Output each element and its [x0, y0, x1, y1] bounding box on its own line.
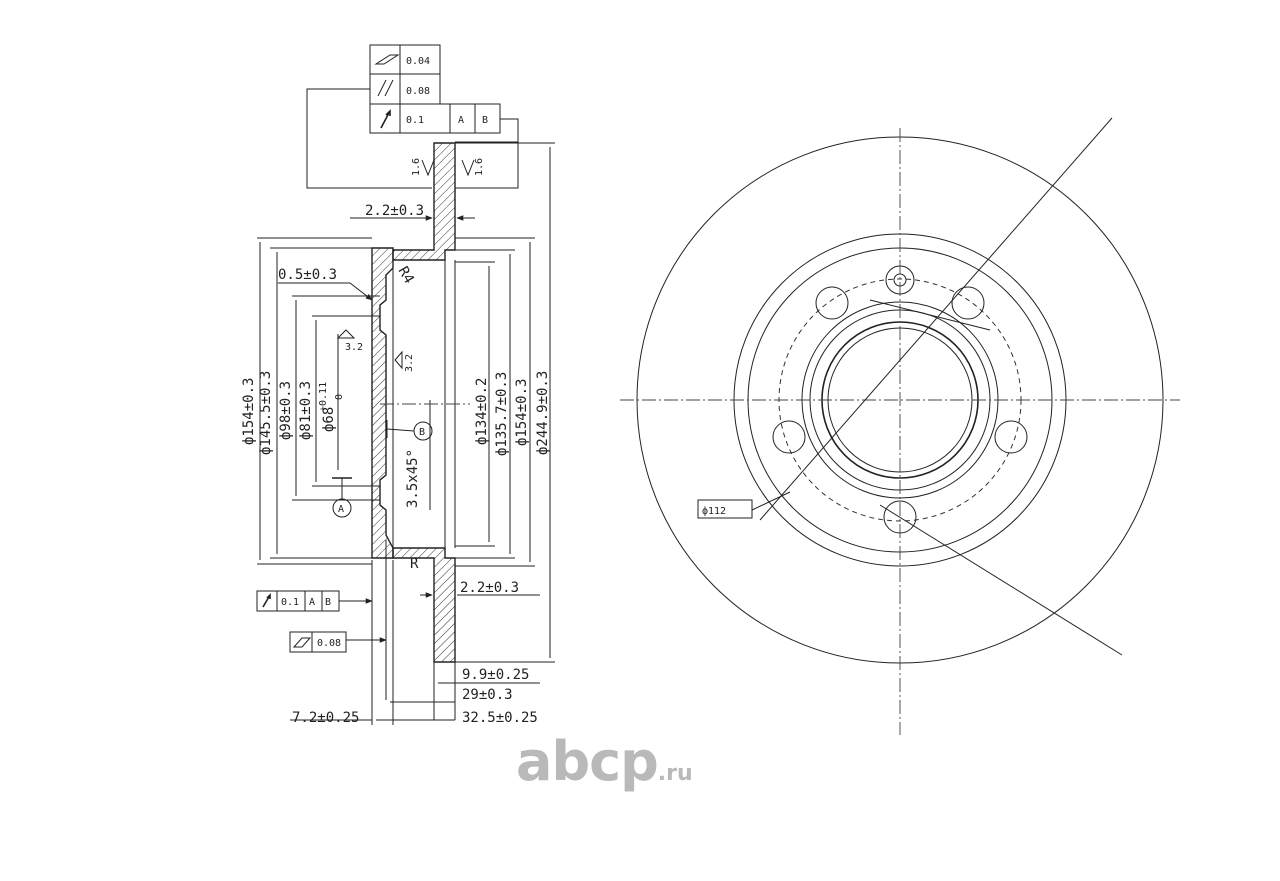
roughness-marks: 1.6 1.6 3.2 3.2 — [336, 158, 485, 372]
runout-symbol-icon — [380, 109, 391, 129]
dim-29: 29±0.3 — [462, 687, 513, 703]
disc-section-profile — [371, 142, 470, 663]
bottom-dimensions: 2.2±0.3 9.9±0.25 29±0.3 32.5±0.25 7.2±0.… — [290, 540, 540, 726]
diameter-81-dim: ф81±0.3 — [298, 381, 314, 440]
bolt-circle-dim: ф112 — [702, 505, 726, 517]
datum-b-lower-ref: B — [325, 597, 331, 608]
diameter-154-dim: ф154±0.3 — [241, 378, 257, 445]
runout-lower-symbol-icon — [262, 593, 271, 608]
datum-a-ref: A — [458, 115, 464, 126]
fillet-bottom-dim: R — [410, 556, 419, 572]
step-dim: 0.5±0.3 — [278, 267, 337, 283]
abcp-logo: abcp .ru — [516, 732, 693, 792]
roughness-hub: 3.2 — [345, 342, 363, 353]
hub-bore-lower-tol: 0 — [334, 394, 345, 400]
logo-brand: abcp — [516, 730, 659, 793]
parallelism-value: 0.08 — [406, 86, 430, 97]
hub-bore-upper-tol: +0.11 — [318, 382, 329, 412]
roughness-flange-right: 1.6 — [474, 158, 485, 176]
datum-a-lower-ref: A — [309, 597, 315, 608]
dim-32-5: 32.5±0.25 — [462, 710, 538, 726]
wall-thickness-bottom-dim: 2.2±0.3 — [460, 580, 519, 596]
tolerance-frame-top: 0.04 0.08 0.1 A B — [306, 44, 519, 189]
datum-b-marker: B — [419, 427, 425, 438]
roughness-bore: 3.2 — [404, 354, 415, 372]
fillet-top-dim: R4 — [395, 264, 417, 287]
hub-bore-dim: ф68 — [321, 407, 337, 432]
diameter-135-7-dim: ф135.7±0.3 — [494, 372, 510, 456]
flatness-lower-symbol-icon — [292, 637, 312, 648]
flatness-symbol-icon — [374, 54, 400, 65]
roughness-flange-left: 1.6 — [411, 158, 422, 176]
lower-tolerance-frames: 0.1 A B 0.08 — [256, 590, 387, 653]
diameter-98-dim: ф98±0.3 — [278, 381, 294, 440]
diameter-145-5-dim: ф145.5±0.3 — [258, 371, 274, 455]
logo-tld: .ru — [657, 761, 693, 786]
runout-lower-value: 0.1 — [281, 597, 299, 608]
diameter-134-dim: ф134±0.2 — [474, 378, 490, 445]
right-diameter-dims: ф134±0.2 ф135.7±0.3 ф154±0.3 ф244.9±0.3 — [455, 142, 555, 663]
parallelism-symbol-icon — [377, 79, 394, 97]
wall-thickness-top-dim: 2.2±0.3 — [365, 203, 424, 219]
diameter-244-9-dim: ф244.9±0.3 — [535, 371, 551, 455]
disc-front-view: ф112 — [620, 117, 1180, 735]
flatness-value: 0.04 — [406, 56, 430, 67]
diameter-154-right-dim: ф154±0.3 — [514, 379, 530, 446]
chamfer-dim: 3.5x45° — [405, 449, 421, 508]
side-view-dimensions: 2.2±0.3 0.5±0.3 R4 R 3.5x45° B A — [278, 203, 475, 572]
dim-7-2: 7.2±0.25 — [292, 710, 359, 726]
runout-value: 0.1 — [406, 115, 424, 126]
datum-a-marker: A — [338, 504, 344, 515]
dim-9-9: 9.9±0.25 — [462, 667, 529, 683]
flatness-lower-value: 0.08 — [317, 638, 341, 649]
left-diameter-dims: ф154±0.3 ф145.5±0.3 ф98±0.3 ф81±0.3 ф68 … — [241, 237, 380, 565]
datum-b-ref: B — [482, 115, 488, 126]
